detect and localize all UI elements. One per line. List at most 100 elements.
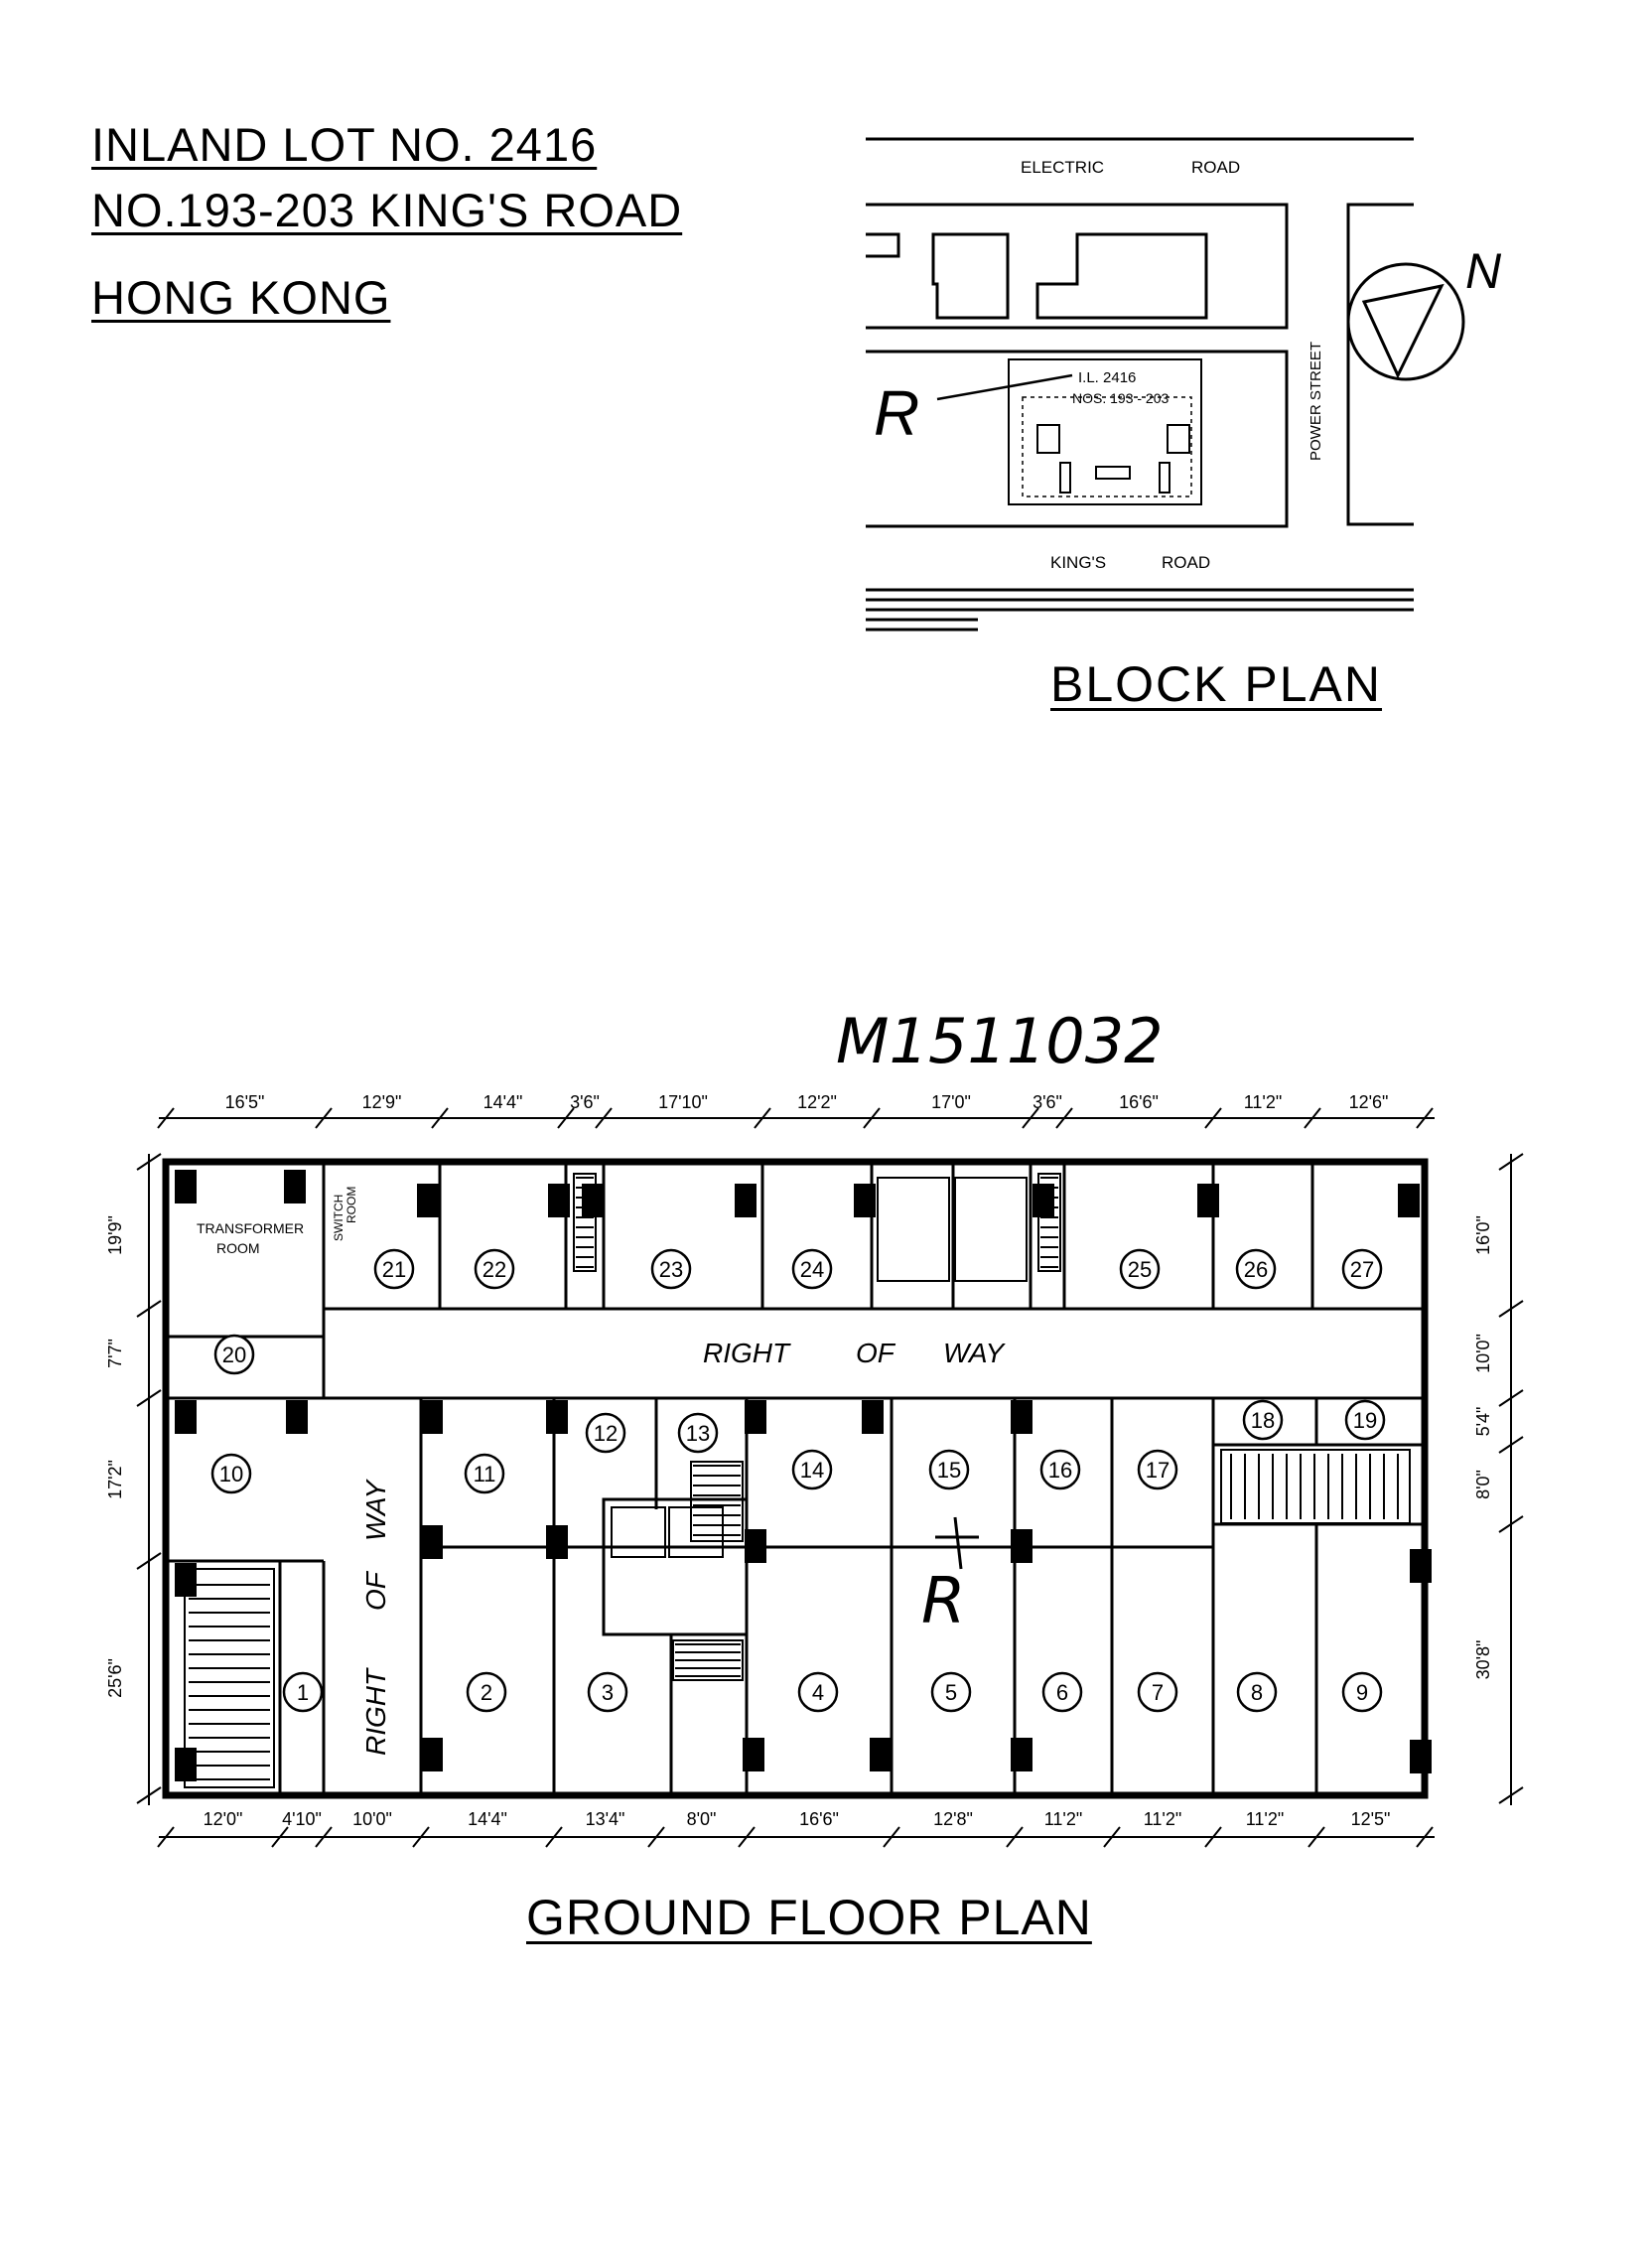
- svg-text:10: 10: [219, 1462, 243, 1486]
- unit-14: 14: [791, 1449, 833, 1490]
- drawing-reference-number: M1511032: [836, 1005, 1164, 1077]
- top-dimension-4: 3'6": [570, 1092, 600, 1112]
- right-dimension-2: 10'0": [1473, 1334, 1493, 1373]
- left-dimension-1: 19'9": [105, 1215, 125, 1255]
- svg-text:26: 26: [1244, 1257, 1268, 1282]
- top-dimension-6: 12'2": [797, 1092, 837, 1112]
- unit-3: 3: [587, 1671, 628, 1713]
- unit-7: 7: [1137, 1671, 1178, 1713]
- right-dimension-3: 5'4": [1473, 1407, 1493, 1437]
- unit-19: 19: [1344, 1399, 1386, 1441]
- block-plan-drawing: ELECTRIC ROAD KING'S ROAD POWER STREET I…: [866, 137, 1502, 632]
- column-14: [546, 1400, 568, 1434]
- column-24: [743, 1738, 764, 1771]
- lot-label: I.L. 2416: [1078, 369, 1136, 386]
- svg-text:18: 18: [1251, 1408, 1275, 1433]
- electric-road-label: ELECTRIC: [1021, 158, 1104, 177]
- svg-text:3: 3: [602, 1680, 614, 1705]
- kings-road-label: KING'S: [1050, 553, 1106, 572]
- bottom-dimension-2: 4'10": [282, 1809, 322, 1829]
- column-4: [548, 1184, 570, 1217]
- svg-text:21: 21: [382, 1257, 406, 1282]
- column-8: [1032, 1184, 1054, 1217]
- top-dimension-11: 12'6": [1349, 1092, 1389, 1112]
- svg-text:8: 8: [1251, 1680, 1263, 1705]
- column-28: [1410, 1549, 1432, 1583]
- right-of-way-side-word-1: RIGHT: [360, 1667, 391, 1756]
- bottom-dimension-10: 11'2": [1144, 1809, 1182, 1829]
- unit-12: 12: [585, 1412, 626, 1454]
- top-dimension-10: 11'2": [1244, 1092, 1283, 1112]
- right-dimension-5: 30'8": [1473, 1640, 1493, 1680]
- left-dimension-2: 7'7": [105, 1339, 125, 1368]
- right-of-way-side-word-2: OF: [360, 1570, 391, 1611]
- power-street-label: POWER STREET: [1308, 342, 1324, 461]
- bottom-dimension-7: 16'6": [799, 1809, 839, 1829]
- block-plan-marker: R: [874, 377, 919, 449]
- svg-text:4: 4: [812, 1680, 824, 1705]
- bottom-dimension-1: 12'0": [204, 1809, 243, 1829]
- bottom-dimension-8: 12'8": [933, 1809, 973, 1829]
- right-of-way-word-2: OF: [856, 1338, 896, 1368]
- unit-20: 20: [213, 1334, 255, 1375]
- unit-23: 23: [650, 1248, 692, 1290]
- unit-22: 22: [474, 1248, 515, 1290]
- switch-room-label-2: ROOM: [344, 1187, 358, 1223]
- column-20: [745, 1529, 766, 1563]
- svg-text:6: 6: [1056, 1680, 1068, 1705]
- bottom-dimension-12: 12'5": [1351, 1809, 1391, 1829]
- unit-10: 10: [210, 1453, 252, 1494]
- svg-text:22: 22: [482, 1257, 506, 1282]
- unit-8: 8: [1236, 1671, 1278, 1713]
- svg-text:25: 25: [1128, 1257, 1152, 1282]
- unit-18: 18: [1242, 1399, 1284, 1441]
- bottom-dimension-3: 10'0": [352, 1809, 392, 1829]
- svg-text:1: 1: [297, 1680, 309, 1705]
- svg-text:2: 2: [481, 1680, 492, 1705]
- ground-floor-plan-heading: GROUND FLOOR PLAN: [526, 1890, 1092, 1945]
- svg-text:15: 15: [937, 1458, 961, 1483]
- right-of-way-word-1: RIGHT: [703, 1338, 791, 1368]
- column-17: [1011, 1400, 1032, 1434]
- column-11: [175, 1400, 197, 1434]
- unit-17: 17: [1137, 1449, 1178, 1490]
- svg-text:20: 20: [222, 1343, 246, 1367]
- top-dimension-1: 16'5": [225, 1092, 265, 1112]
- svg-text:14: 14: [800, 1458, 824, 1483]
- block-plan-heading: BLOCK PLAN: [1050, 656, 1383, 712]
- floor-plan-marker: R: [921, 1565, 966, 1638]
- unit-1: 1: [282, 1671, 324, 1713]
- svg-text:11: 11: [474, 1462, 496, 1486]
- top-dimension-2: 12'9": [362, 1092, 402, 1112]
- switch-room-label-1: SWITCH: [332, 1195, 345, 1241]
- unit-26: 26: [1235, 1248, 1277, 1290]
- title-address: NO.193-203 KING'S ROAD: [91, 184, 683, 236]
- unit-6: 6: [1041, 1671, 1083, 1713]
- right-dimension-1: 16'0": [1473, 1215, 1493, 1255]
- column-27: [175, 1748, 197, 1781]
- unit-25: 25: [1119, 1248, 1161, 1290]
- transformer-room-label-2: ROOM: [216, 1240, 260, 1256]
- column-9: [1197, 1184, 1219, 1217]
- unit-4: 4: [797, 1671, 839, 1713]
- title-lot: INLAND LOT NO. 2416: [91, 118, 598, 171]
- top-dimension-3: 14'4": [483, 1092, 523, 1112]
- column-23: [421, 1738, 443, 1771]
- bottom-dimension-9: 11'2": [1044, 1809, 1083, 1829]
- column-26: [1011, 1738, 1032, 1771]
- right-of-way-word-3: WAY: [943, 1338, 1007, 1368]
- unit-16: 16: [1039, 1449, 1081, 1490]
- unit-2: 2: [466, 1671, 507, 1713]
- unit-27: 27: [1341, 1248, 1383, 1290]
- svg-text:12: 12: [594, 1421, 618, 1446]
- bottom-dimension-5: 13'4": [586, 1809, 625, 1829]
- top-dimension-5: 17'10": [658, 1092, 708, 1112]
- top-dimension-8: 3'6": [1032, 1092, 1062, 1112]
- right-dimension-4: 8'0": [1473, 1470, 1493, 1499]
- svg-text:24: 24: [800, 1257, 824, 1282]
- svg-text:9: 9: [1356, 1680, 1368, 1705]
- unit-9: 9: [1341, 1671, 1383, 1713]
- right-of-way-side-word-3: WAY: [360, 1478, 391, 1541]
- column-12: [286, 1400, 308, 1434]
